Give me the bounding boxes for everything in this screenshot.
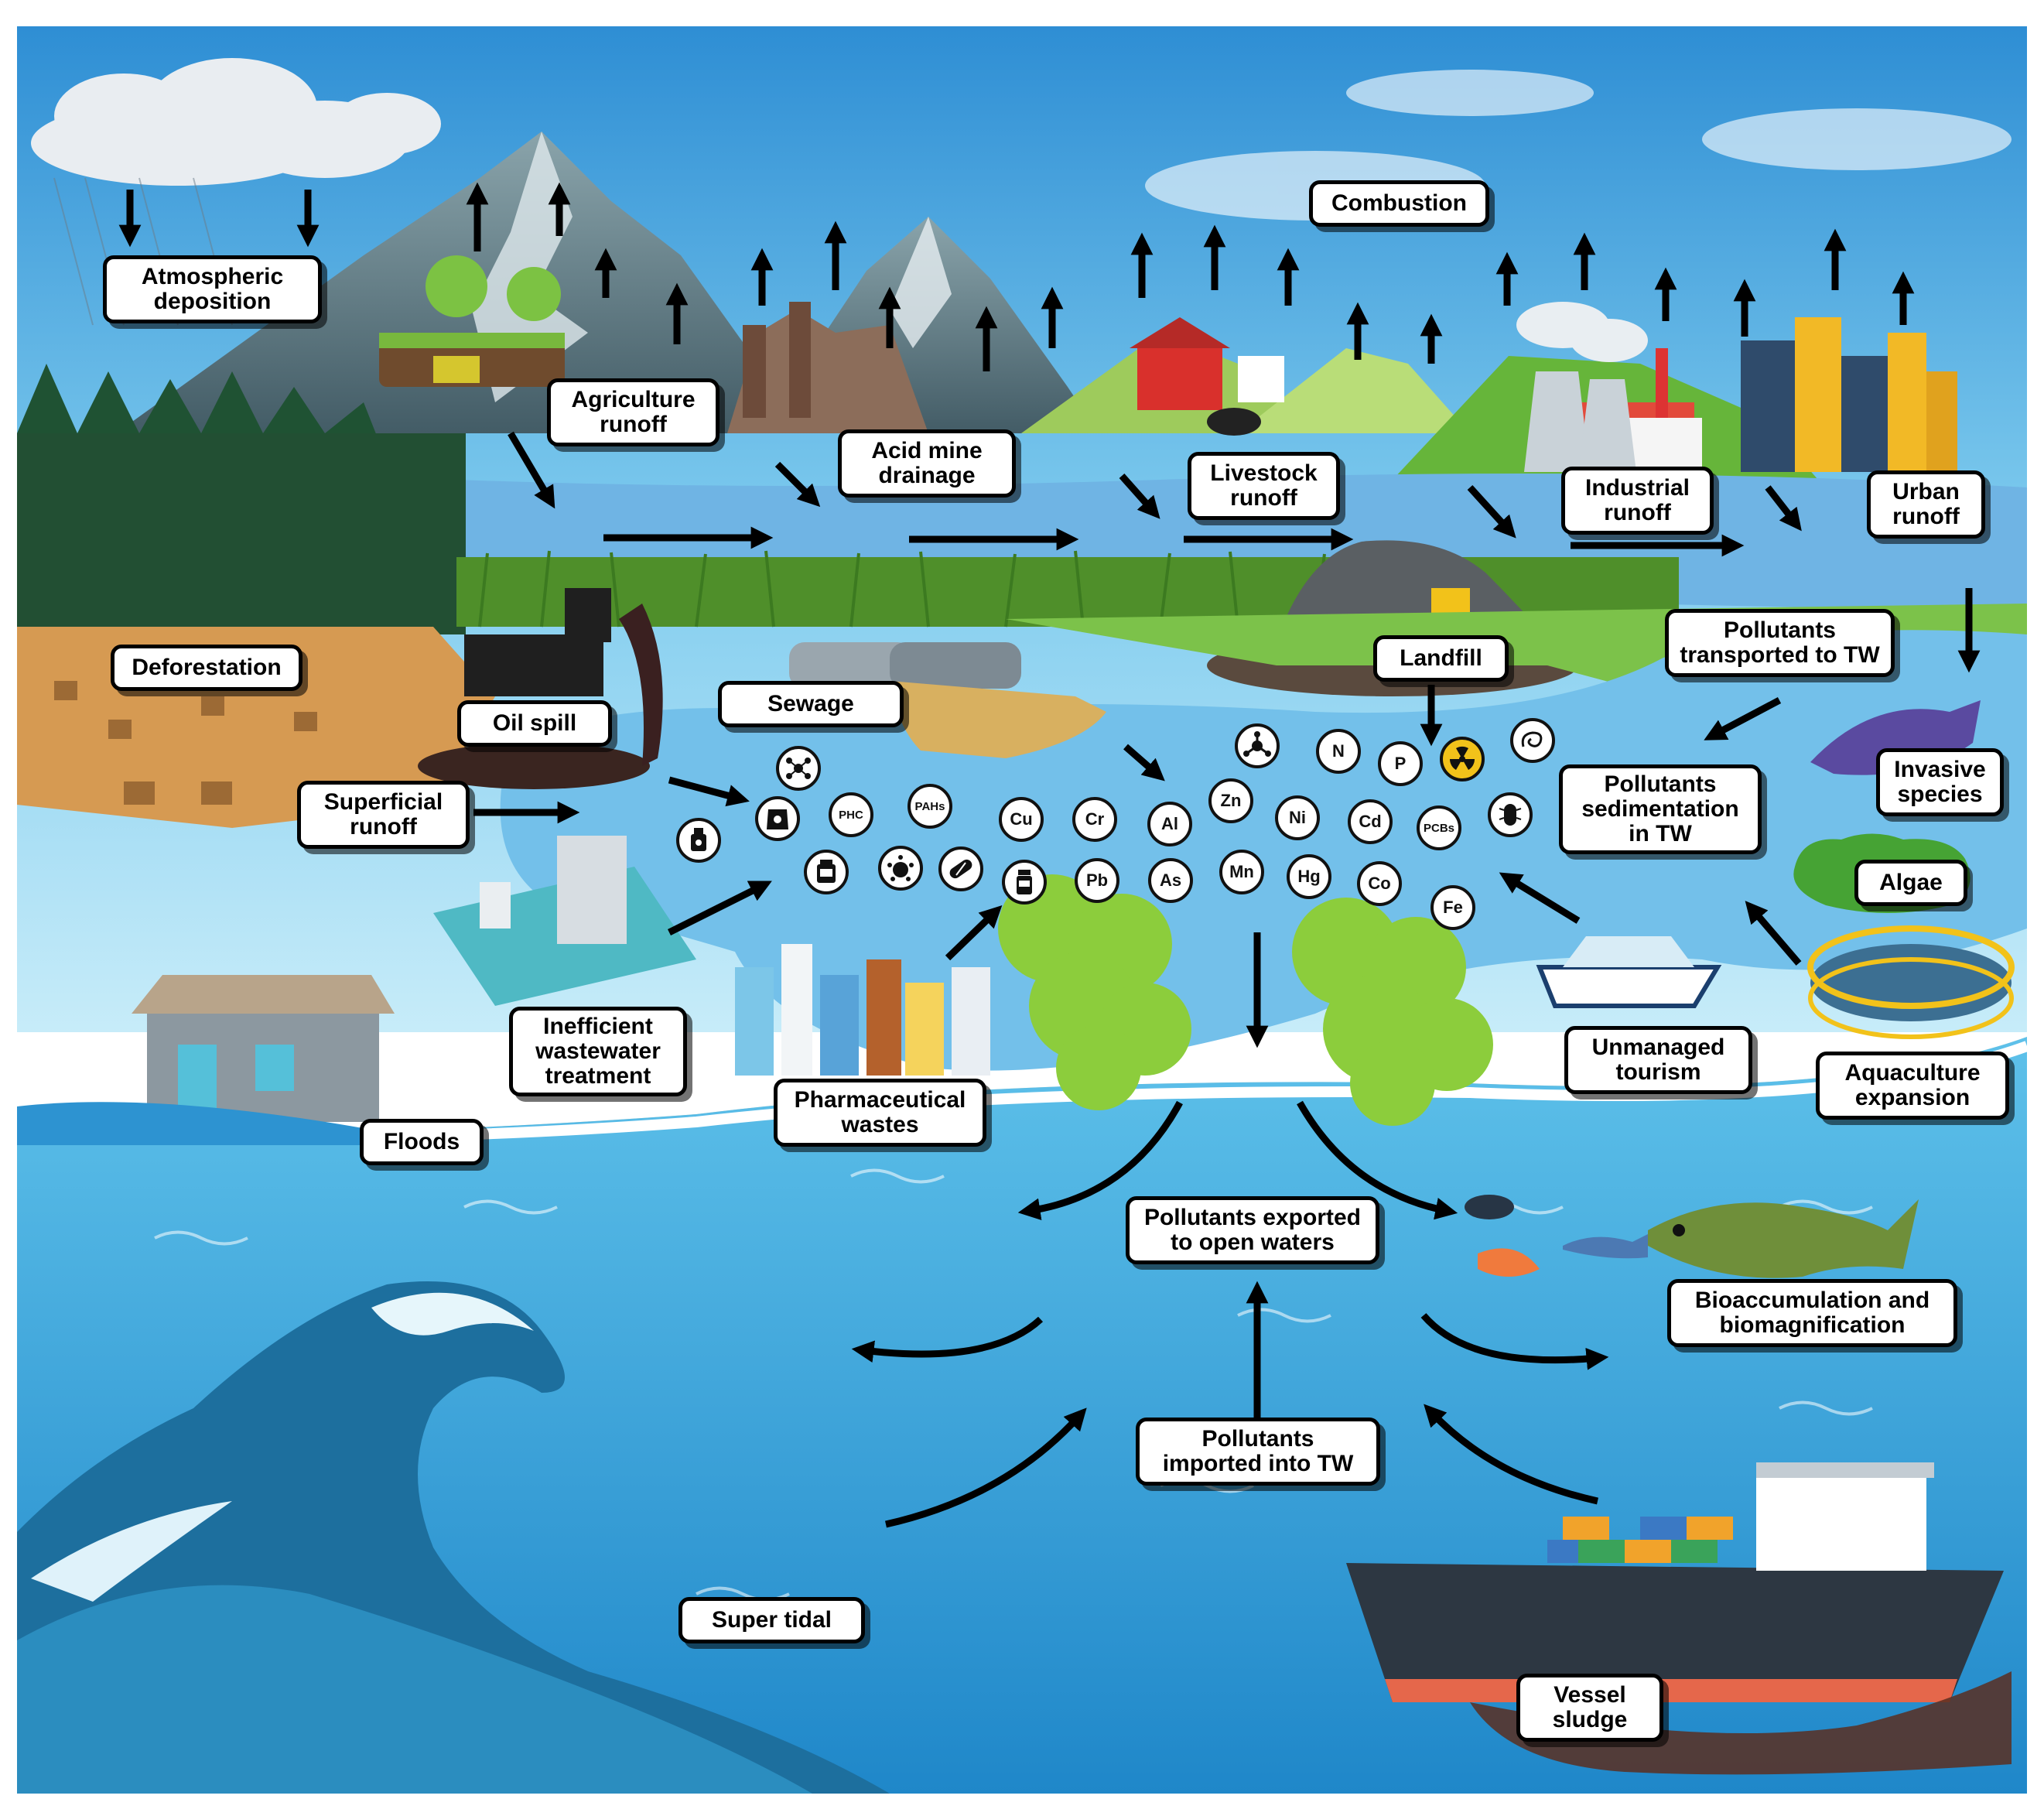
- radioactive-icon: [1440, 737, 1485, 781]
- pollutant-phc: PHC: [829, 792, 873, 837]
- label-livestock-runoff: Livestock runoff: [1188, 452, 1340, 520]
- farm-icon: [379, 255, 565, 387]
- label-algae: Algae: [1854, 860, 1967, 906]
- label-urban-runoff: Urban runoff: [1867, 470, 1985, 539]
- label-superficial-runoff: Superficial runoff: [297, 781, 470, 849]
- pollutant-pahs: PAHs: [907, 784, 952, 829]
- pollutant-n: N: [1316, 729, 1361, 774]
- label-pollutants-exported: Pollutants exported to open waters: [1126, 1196, 1379, 1264]
- worm-icon: [1510, 718, 1555, 763]
- microplastic-icon: [776, 746, 821, 791]
- forest: [17, 364, 466, 634]
- pollutant-pb: Pb: [1075, 858, 1119, 903]
- small-fish-icon: [1563, 1234, 1648, 1259]
- city-icon: [1741, 317, 1957, 472]
- aquaculture-cage-icon: [1807, 925, 2015, 1039]
- label-unmanaged-tourism: Unmanaged tourism: [1564, 1026, 1752, 1094]
- pollutant-cr: Cr: [1072, 797, 1117, 842]
- barn-icon: [1130, 317, 1284, 436]
- pollutant-hg: Hg: [1287, 854, 1331, 899]
- wastewater-plant-icon: [433, 836, 696, 1006]
- label-vessel-sludge: Vessel sludge: [1516, 1674, 1663, 1742]
- label-oil-spill: Oil spill: [457, 700, 612, 747]
- pesticide-icon: [676, 818, 721, 863]
- cloud: [31, 58, 441, 186]
- tidal-wave-icon: [17, 1281, 890, 1794]
- pollutant-zn: Zn: [1208, 778, 1253, 823]
- cargo-ship-icon: [1346, 1462, 2012, 1775]
- label-pollutants-imported: Pollutants imported into TW: [1136, 1418, 1380, 1486]
- pollutant-fe: Fe: [1430, 885, 1475, 930]
- label-invasive-species: Invasive species: [1876, 748, 2004, 816]
- label-agriculture-runoff: Agriculture runoff: [547, 378, 720, 446]
- pollutant-pcbs: PCBs: [1417, 805, 1461, 850]
- wave-ripples: [154, 1168, 1873, 1756]
- pollutant-al: Al: [1147, 802, 1192, 846]
- sewage-pipes-icon: [789, 642, 1106, 758]
- oil-barrels-icon: [418, 588, 663, 789]
- pollutant-p: P: [1378, 741, 1423, 786]
- medicine-bottle-icon: [1002, 860, 1047, 905]
- speedboat-icon: [1536, 936, 1722, 1008]
- label-floods: Floods: [360, 1119, 484, 1165]
- shrimp-icon: [1478, 1248, 1540, 1277]
- drug-molecule-icon: [804, 850, 849, 894]
- virus-icon: [878, 846, 923, 891]
- pollutant-mn: Mn: [1219, 850, 1264, 894]
- bass-fish-icon: [1648, 1199, 1919, 1278]
- pharmaceutical-bottles-icon: [735, 944, 990, 1076]
- arrows: [118, 182, 1981, 1528]
- label-industrial-runoff: Industrial runoff: [1561, 467, 1714, 535]
- pollutant-ni: Ni: [1275, 795, 1320, 840]
- label-super-tidal: Super tidal: [678, 1597, 865, 1643]
- label-deforestation: Deforestation: [111, 645, 302, 691]
- fertilizer-icon: [755, 796, 800, 841]
- tree-stumps: [54, 681, 317, 805]
- pollutant-co: Co: [1357, 861, 1402, 906]
- label-acid-mine-drainage: Acid mine drainage: [838, 429, 1016, 498]
- label-aquaculture-expansion: Aquaculture expansion: [1816, 1052, 2009, 1120]
- factory-icon: [1516, 302, 1702, 472]
- mine-icon: [727, 302, 928, 433]
- chemical-molecule-icon: [1235, 723, 1280, 768]
- label-combustion: Combustion: [1309, 180, 1489, 227]
- pill-icon: [938, 846, 983, 891]
- bacteria-icon: [1488, 792, 1533, 837]
- flooded-house-icon: [17, 975, 395, 1145]
- label-pollutants-sedimentation: Pollutants sedimentation in TW: [1559, 764, 1762, 854]
- label-pharmaceutical-wastes: Pharmaceutical wastes: [774, 1079, 986, 1147]
- pollutant-cd: Cd: [1348, 799, 1393, 844]
- label-sewage: Sewage: [718, 681, 904, 727]
- label-inefficient-wastewater: Inefficient wastewater treatment: [509, 1007, 687, 1096]
- label-bioaccumulation: Bioaccumulation and biomagnification: [1667, 1279, 1957, 1347]
- pollutant-as: As: [1148, 858, 1193, 903]
- label-landfill: Landfill: [1373, 635, 1509, 682]
- pollutant-cu: Cu: [999, 797, 1044, 842]
- mangrove-trees: [998, 874, 1493, 1126]
- mussel-icon: [1465, 1195, 1514, 1219]
- label-atmospheric-deposition: Atmospheric deposition: [103, 255, 322, 323]
- label-pollutants-transported: Pollutants transported to TW: [1665, 609, 1895, 677]
